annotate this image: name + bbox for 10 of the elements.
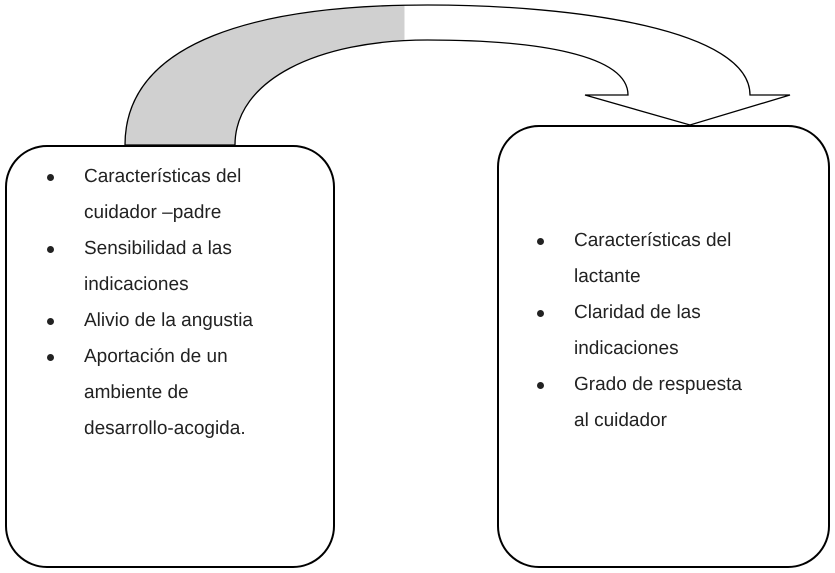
bullet-text: Características del lactante — [574, 229, 732, 289]
rounded-box — [497, 125, 830, 568]
bullet-text: Alivio de la angustia — [84, 309, 254, 333]
bullet-text: Sensibilidad a las indicaciones — [84, 237, 233, 297]
bullet-text: Características del cuidador –padre — [84, 165, 242, 225]
bullet-text: Claridad de las indicaciones — [574, 301, 702, 361]
curved-block-arrow — [124, 4, 791, 146]
bullet-text: Grado de respuesta al cuidador — [574, 373, 743, 433]
bullet-text: Aportación de un ambiente de desarrollo-acogida. — [84, 345, 247, 441]
rounded-box — [5, 145, 335, 568]
